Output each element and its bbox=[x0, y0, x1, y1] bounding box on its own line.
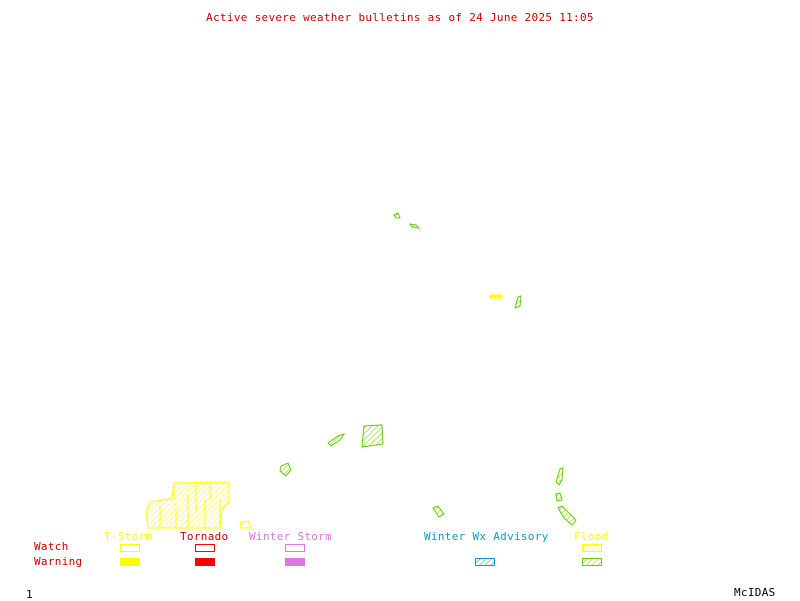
flood-warning-area bbox=[555, 492, 563, 502]
winter-storm-watch-swatch bbox=[285, 544, 305, 552]
flood-watch-swatch bbox=[582, 544, 602, 552]
tstorm-warning-swatch bbox=[120, 558, 140, 566]
legend-label-flood: Flood bbox=[574, 530, 609, 543]
flood-warning-area bbox=[393, 212, 401, 219]
winter-wx-advisory-warning-swatch bbox=[475, 558, 495, 566]
frame-number: 1 bbox=[26, 588, 33, 601]
legend-label-tstorm: T-Storm bbox=[104, 530, 153, 543]
winter-storm-warning-swatch bbox=[285, 558, 305, 566]
tstorm-watch-swatch bbox=[120, 544, 140, 552]
flood-warning-swatch bbox=[582, 558, 602, 566]
software-label: McIDAS bbox=[734, 586, 776, 599]
legend-label-winter-wx-advisory: Winter Wx Advisory bbox=[424, 530, 549, 543]
flood-warning-area bbox=[555, 467, 564, 486]
flood-warning-area bbox=[514, 295, 522, 309]
flood-warning-area bbox=[557, 505, 577, 526]
tstorm-warning-area bbox=[489, 294, 503, 299]
legend-row-watch: Watch bbox=[34, 540, 69, 553]
flood-warning-area bbox=[408, 223, 421, 229]
tornado-watch-swatch bbox=[195, 544, 215, 552]
flood-warning-area bbox=[327, 433, 346, 447]
tornado-warning-swatch bbox=[195, 558, 215, 566]
flood-warning-area bbox=[279, 462, 292, 477]
map-title: Active severe weather bulletins as of 24… bbox=[206, 11, 594, 24]
legend-row-warning: Warning bbox=[34, 555, 83, 568]
legend-label-tornado: Tornado bbox=[180, 530, 229, 543]
flood-warning-area bbox=[432, 505, 445, 518]
flood-watch-area bbox=[239, 520, 252, 529]
flood-warning-area bbox=[361, 424, 384, 448]
flood-watch-outline bbox=[159, 483, 221, 528]
legend-label-winter-storm: Winter Storm bbox=[249, 530, 333, 543]
